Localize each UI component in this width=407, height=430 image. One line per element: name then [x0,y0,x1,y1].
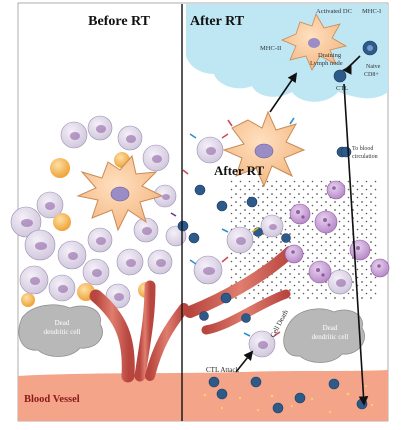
dead-dc-left-label-1: Dead [55,319,70,327]
arrow-dc-to-lymph-node [269,72,298,113]
activated-dendritic-cell-right [222,110,306,188]
blood-vessel-band [18,370,388,421]
t-cells [177,146,368,414]
after-rt-subtitle: After RT [214,163,265,178]
before-rt-title: Before RT [88,14,151,29]
dendritic-cell-left [76,154,164,232]
arrow-ctl-to-blood [343,83,369,406]
naive-label-2: CD8+ [364,72,379,78]
tumor-cells-right [193,136,353,358]
mhc-ii-label: MHC-II [260,45,281,52]
dead-dc-left-label-2: dendritic cell [44,328,81,336]
surface-receptors [170,117,295,337]
dead-dc-right-label-1: Dead [323,324,338,332]
draining-label-2: Lymph node [310,60,343,67]
ctl-cell-lymph [333,69,347,83]
to-blood-label-2: circulation [352,154,378,160]
arrow-naive-to-ctl [342,55,361,75]
dead-dc-right-label-2: dendritic cell [312,333,349,341]
draining-label-1: Draining [318,52,342,59]
vessel-branches-left [89,280,189,383]
tumor-cells-left [10,115,187,309]
arrow-ctl-attack [235,350,254,373]
to-blood-cell [340,146,352,158]
activated-dc-label: Activated DC [316,8,352,15]
blood-vessel-label: Blood Vessel [24,394,80,405]
naive-cd8-cell [362,40,378,56]
orange-cells [21,152,154,307]
arrows [235,55,369,406]
mhc-i-label: MHC-I [362,8,381,15]
vessel-speckles [203,383,374,414]
lymph-node-dendritic-cell [280,13,348,71]
after-rt-title: After RT [190,14,245,29]
apoptotic-cells [284,180,390,284]
dead-dendritic-cell-left: Dead dendritic cell [18,304,103,357]
ctl-label: CTL [336,85,348,92]
ctl-attack-label: CTL Attack [206,366,239,374]
naive-label-1: Naive [366,64,381,70]
to-blood-label-1: To blood [352,146,373,152]
